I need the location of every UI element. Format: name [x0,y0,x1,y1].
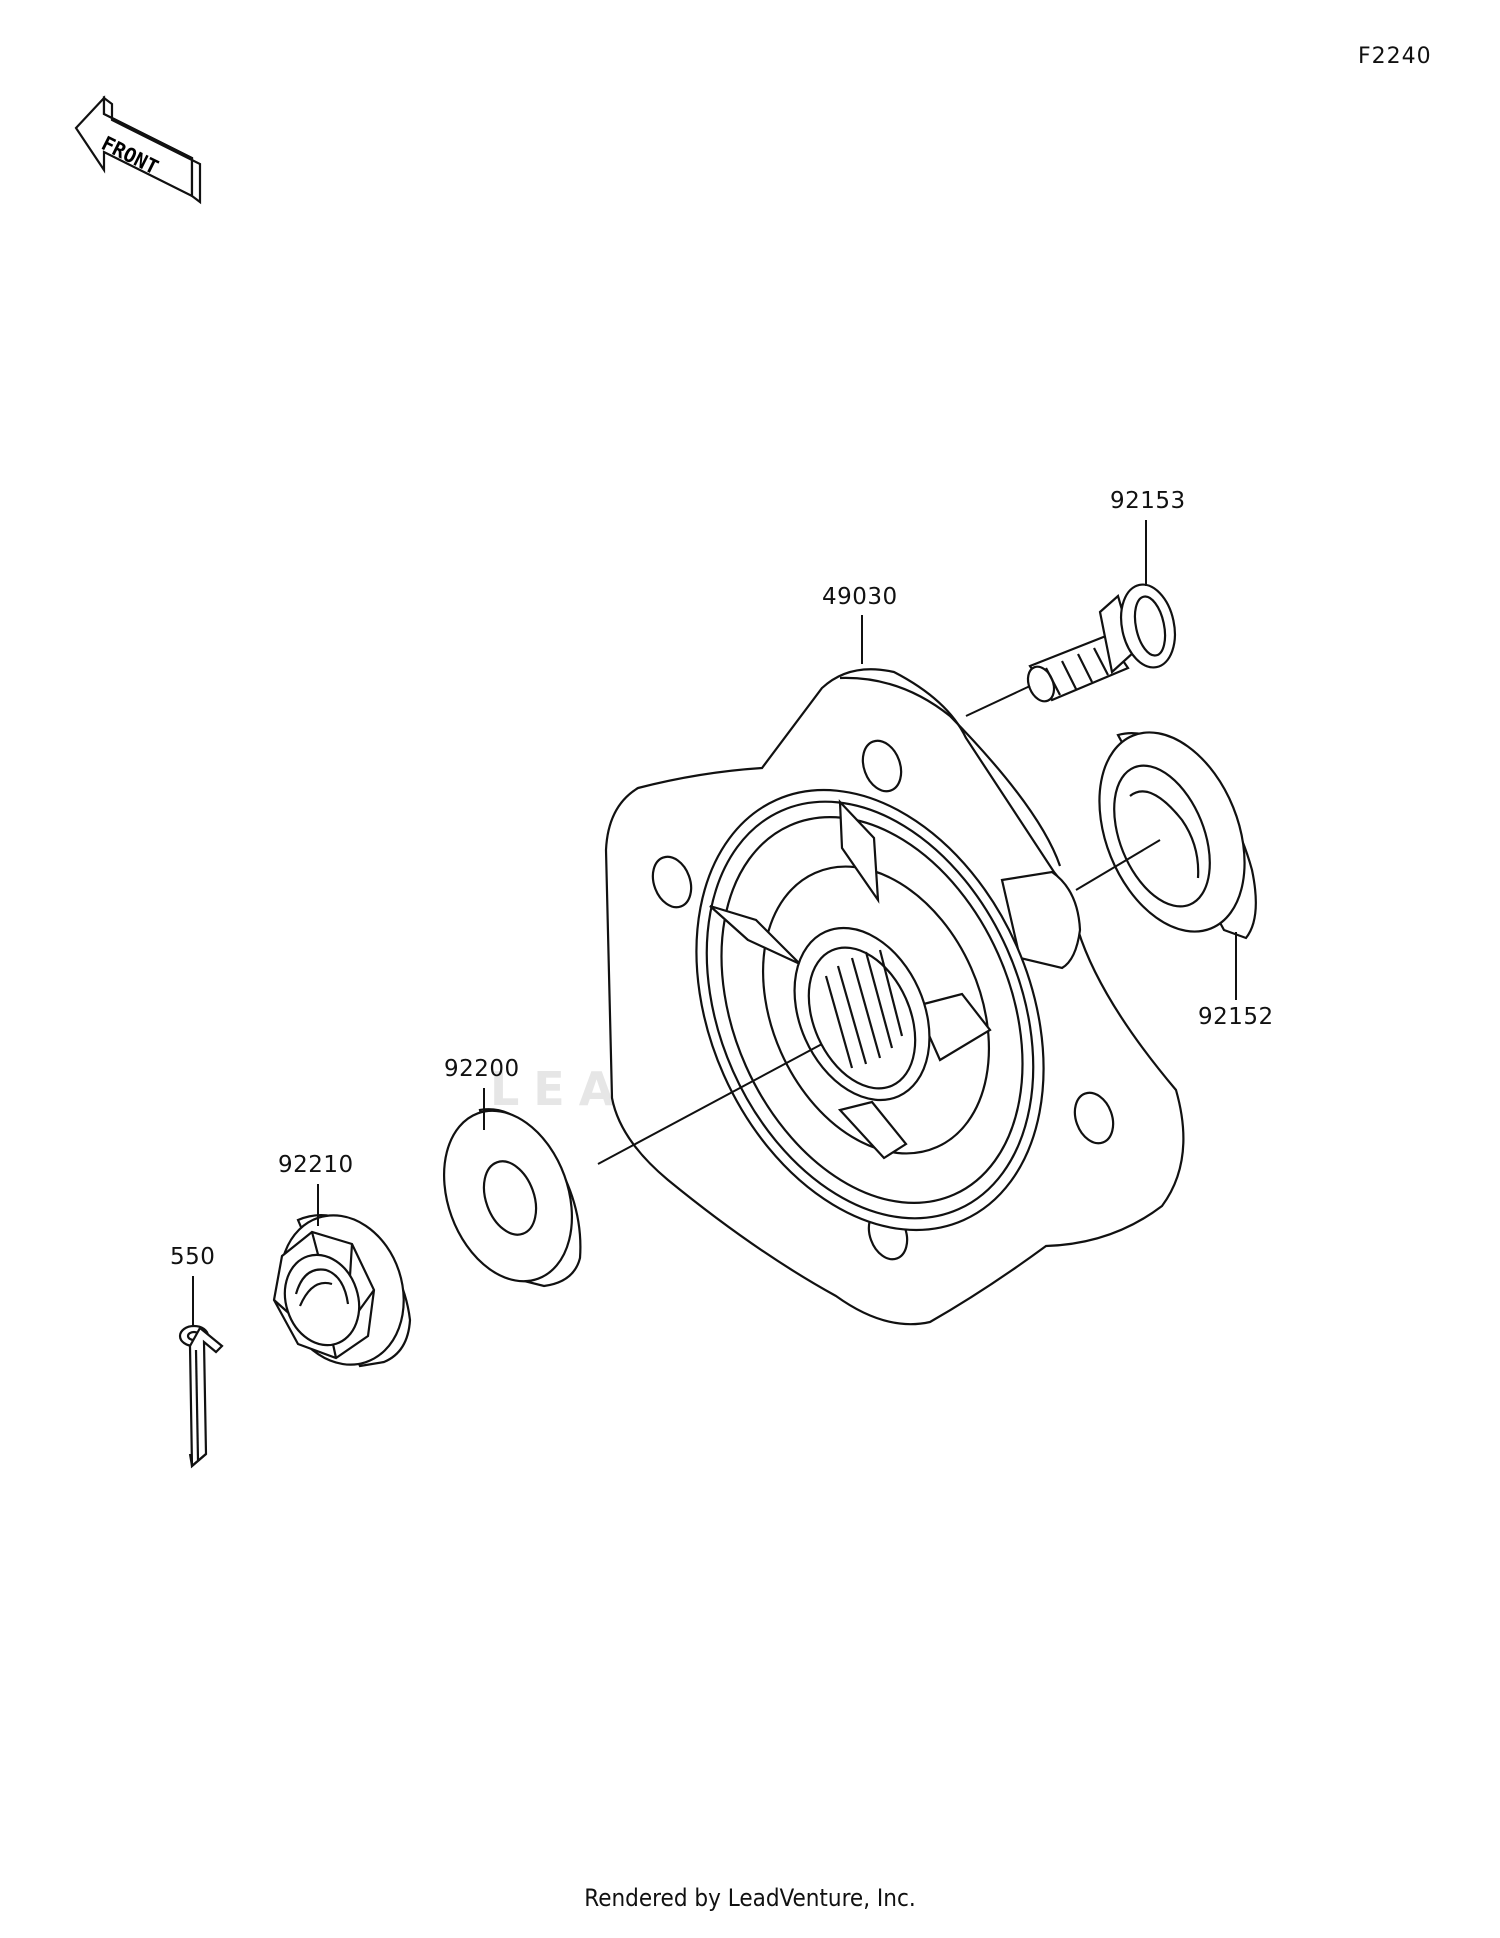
figure-code: F2240 [1358,44,1432,69]
part-label-49030[interactable]: 49030 [822,584,898,610]
part-label-92153[interactable]: 92153 [1110,488,1186,514]
part-92200-washer [442,1108,582,1288]
part-49030-hub [604,668,1185,1326]
part-92153-hub-bolt [1026,583,1176,703]
part-label-92210[interactable]: 92210 [278,1152,354,1178]
part-label-92152[interactable]: 92152 [1198,1004,1274,1030]
part-92152-oil-seal [1098,731,1257,940]
footer-credit: Rendered by LeadVenture, Inc. [584,1884,916,1912]
part-550-cotter-pin [178,1324,224,1469]
part-label-550[interactable]: 550 [170,1244,216,1270]
part-92210-flange-nut [272,1214,412,1368]
leader-lines [192,520,1237,1326]
part-label-92200[interactable]: 92200 [444,1056,520,1082]
front-arrow-icon: FRONT [74,95,202,205]
